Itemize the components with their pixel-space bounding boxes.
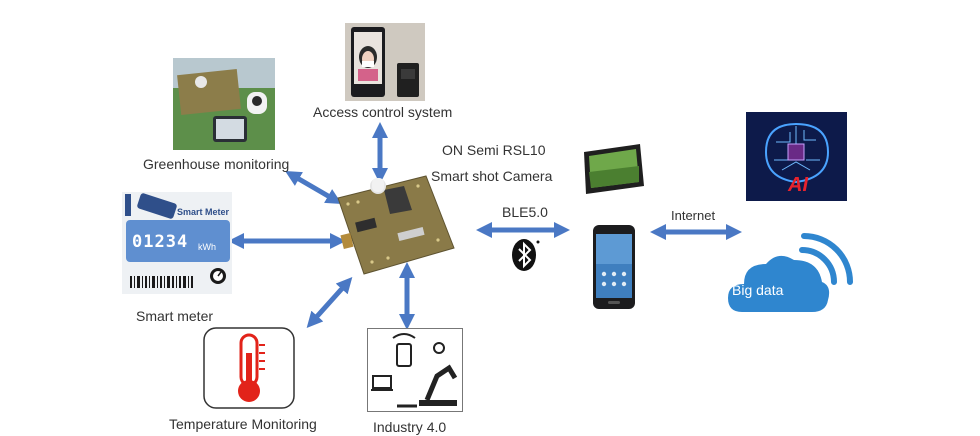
- temperature-label: Temperature Monitoring: [169, 416, 317, 432]
- arrow-greenhouse: [285, 170, 342, 205]
- big-data-label: Big data: [732, 282, 784, 298]
- ble-label: BLE5.0: [502, 204, 548, 220]
- industry-image: [367, 328, 463, 412]
- industry-label: Industry 4.0: [373, 419, 447, 435]
- bluetooth-icon: [511, 238, 541, 272]
- rsl10-board: [328, 170, 458, 282]
- greenhouse-photo: [173, 58, 275, 150]
- ai-text: AI: [788, 174, 808, 196]
- smart-meter-unit: kWh: [198, 242, 216, 252]
- smart-meter-image: Smart Meter 01234 kWh: [122, 192, 232, 294]
- smartphone-image: [592, 224, 636, 310]
- camera-icon: [125, 193, 177, 219]
- rsl10-label-line2: Smart shot Camera: [431, 168, 553, 184]
- access-control-photo: [345, 23, 425, 101]
- greenhouse-label: Greenhouse monitoring: [143, 156, 290, 172]
- gauge-icon: [210, 268, 226, 284]
- ai-brain-image: AI: [746, 112, 847, 201]
- thermometer-icon: [203, 327, 295, 409]
- smart-meter-title: Smart Meter: [177, 207, 230, 217]
- smart-meter-label: Smart meter: [136, 308, 214, 324]
- internet-label: Internet: [671, 208, 716, 223]
- rsl10-label-line1: ON Semi RSL10: [442, 142, 546, 158]
- tablet-image: [578, 140, 648, 198]
- smart-meter-reading: 01234: [132, 232, 189, 252]
- arrow-temperature: [306, 277, 353, 328]
- access-control-label: Access control system: [313, 104, 453, 120]
- cloud-icon: Big data: [728, 226, 858, 316]
